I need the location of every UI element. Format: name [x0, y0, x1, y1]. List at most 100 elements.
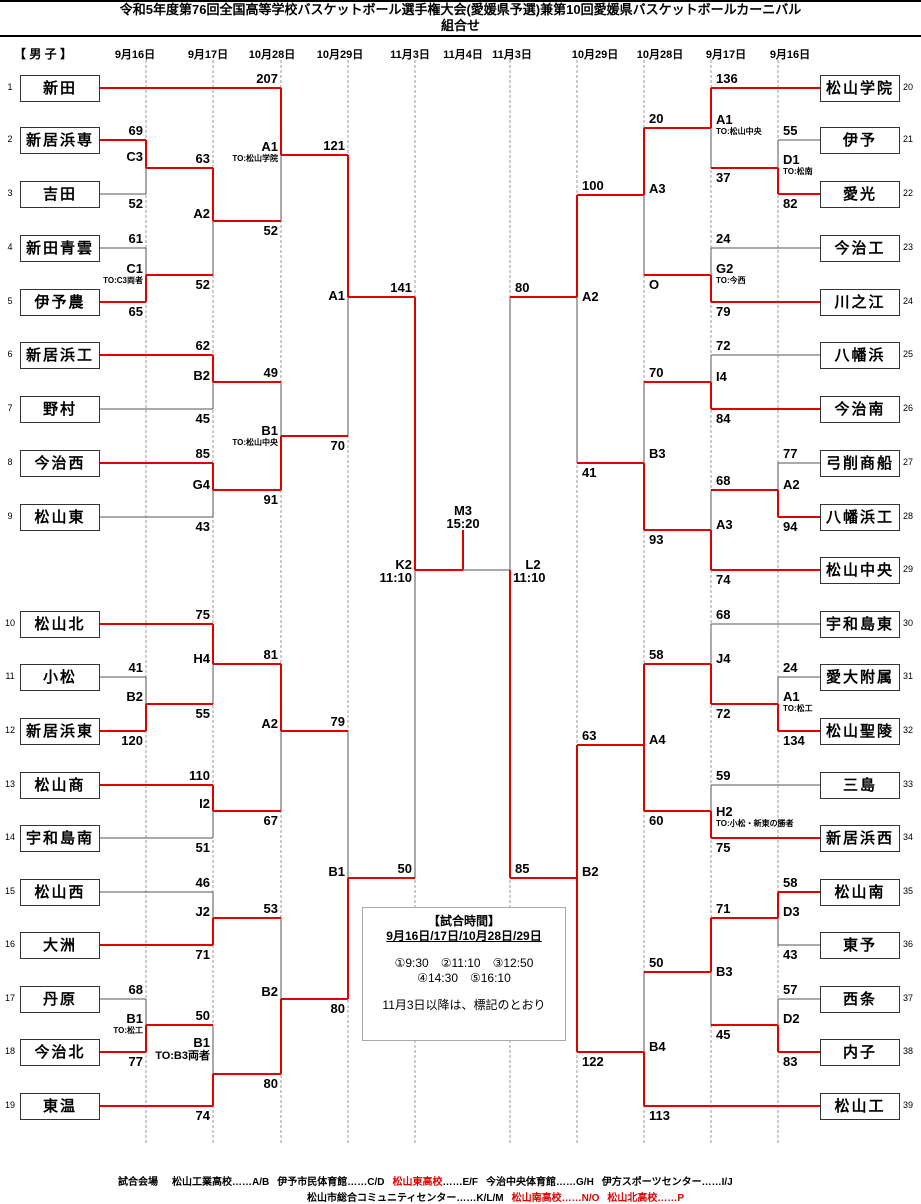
score-label: 136: [716, 71, 738, 86]
team-number: 30: [902, 618, 913, 628]
score-label: 91: [263, 492, 278, 507]
team-box: 東温: [20, 1093, 100, 1120]
score-label: 24: [783, 660, 798, 675]
score-label: 141: [390, 280, 412, 295]
round-date: 11月3日: [390, 49, 430, 61]
score-label: 74: [195, 1108, 210, 1123]
team-number: 36: [902, 939, 913, 949]
round-date: 9月17日: [705, 49, 747, 61]
score-label: 83: [783, 1054, 798, 1069]
score-label: 51: [195, 840, 210, 855]
team-box: 内子: [820, 1039, 900, 1066]
match-code: A4: [649, 732, 666, 747]
match-note: TO:小松・新東の勝者: [716, 819, 794, 828]
team-number: 6: [7, 349, 13, 359]
team-number: 23: [902, 242, 913, 252]
match-code: B2: [126, 689, 143, 704]
team-number: 2: [7, 134, 13, 144]
team-box: 松山西: [20, 879, 100, 906]
venue-item: 今治中央体育館……G/H: [486, 1177, 594, 1188]
team-box: 小松: [20, 664, 100, 691]
match-code: B2: [261, 984, 278, 999]
score-label: 72: [716, 706, 731, 721]
team-box: 松山聖陵: [820, 718, 900, 745]
score-label: 37: [716, 170, 731, 185]
schedule-heading: 【試合時間】: [427, 914, 500, 928]
team-number: 29: [902, 564, 913, 574]
match-note: TO:B3両者: [155, 1050, 210, 1062]
score-label: 80: [263, 1076, 278, 1091]
match-code: A2: [261, 716, 278, 731]
team-number: 28: [902, 511, 913, 521]
score-label: 93: [649, 532, 664, 547]
score-label: 52: [128, 196, 143, 211]
match-code: A3: [649, 181, 666, 196]
score-label: 46: [195, 875, 210, 890]
team-number: 3: [7, 188, 13, 198]
team-number: 26: [902, 403, 913, 413]
match-code: G2: [716, 261, 734, 276]
team-box: 弓削商船: [820, 450, 900, 477]
score-label: 68: [716, 473, 731, 488]
team-box: 今治南: [820, 396, 900, 423]
score-label: 52: [263, 223, 278, 238]
score-label: 82: [783, 196, 798, 211]
score-label: 122: [582, 1054, 604, 1069]
match-code: C3: [126, 149, 143, 164]
team-box: 新田青雲: [20, 235, 100, 262]
score-label: 59: [716, 768, 731, 783]
match-note: TO:松南: [783, 167, 813, 176]
score-label: 77: [783, 446, 798, 461]
team-number: 10: [4, 618, 15, 628]
score-label: 20: [649, 111, 664, 126]
match-code: A2: [582, 289, 599, 304]
match-code: A2: [193, 206, 210, 221]
score-label: 53: [263, 901, 278, 916]
venue-item: 伊方スポーツセンター……I/J: [601, 1177, 733, 1188]
match-note: TO:今西: [716, 276, 746, 285]
score-label: 85: [515, 861, 530, 876]
score-label: 24: [716, 231, 731, 246]
team-box: 新居浜西: [820, 825, 900, 852]
team-number: 11: [5, 671, 15, 681]
score-label: 72: [716, 338, 731, 353]
page-subtitle: 組合せ: [440, 18, 480, 33]
score-label: 65: [128, 304, 143, 319]
team-number: 39: [902, 1100, 913, 1110]
match-note: TO:松工: [113, 1026, 143, 1035]
team-box: 吉田: [20, 181, 100, 208]
match-code: H4: [193, 651, 210, 666]
score-label: 113: [649, 1108, 670, 1123]
score-label: 60: [649, 813, 664, 828]
team-box: 宇和島東: [820, 611, 900, 638]
score-label: 45: [716, 1027, 731, 1042]
team-box: 今治西: [20, 450, 100, 477]
score-label: 55: [195, 706, 210, 721]
match-code: B4: [649, 1039, 666, 1054]
score-label: 77: [128, 1054, 143, 1069]
match-code: C1: [126, 261, 143, 276]
team-number: 24: [902, 296, 913, 306]
score-label: 68: [716, 607, 731, 622]
round-date: 10月29日: [316, 49, 364, 61]
team-number: 22: [902, 188, 913, 198]
score-label: 94: [783, 519, 798, 534]
team-box: 大洲: [20, 932, 100, 959]
team-box: 松山中央: [820, 557, 900, 584]
team-number: 21: [902, 134, 913, 144]
match-code: B2: [582, 864, 599, 879]
score-label: 80: [515, 280, 530, 295]
team-box: 新居浜東: [20, 718, 100, 745]
score-label: 62: [195, 338, 210, 353]
match-code: A1: [783, 689, 800, 704]
score-label: 81: [263, 647, 278, 662]
score-label: 41: [128, 660, 143, 675]
match-note: TO:C3両者: [103, 276, 143, 285]
schedule-times-1: ①9:30 ②11:10 ③12:50: [394, 956, 534, 970]
division-label: 【 男 子 】: [14, 47, 73, 61]
match-code: B3: [716, 964, 733, 979]
match-code: D1: [783, 152, 800, 167]
match-code: A2: [783, 477, 800, 492]
score-label: 85: [195, 446, 210, 461]
score-label: 110: [189, 768, 210, 783]
